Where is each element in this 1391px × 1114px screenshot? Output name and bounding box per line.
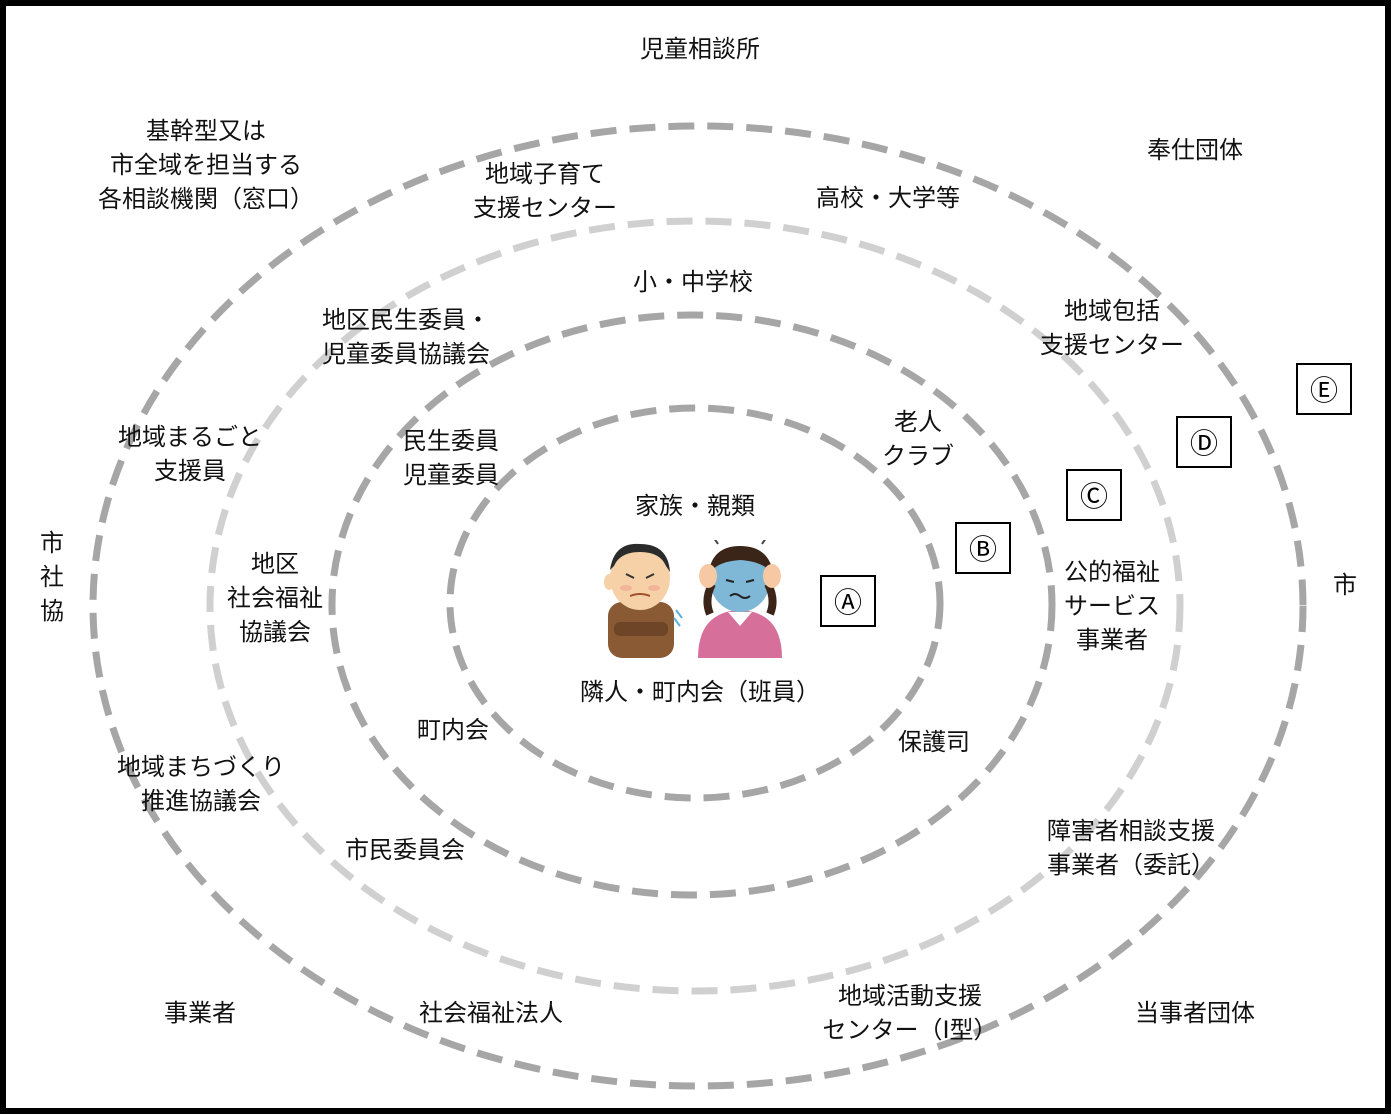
label-katsudou-shien: 地域活動支援 センター（Ⅰ型）	[822, 982, 998, 1044]
ring-e	[89, 122, 1307, 1090]
label-chounaikai: 町内会	[417, 716, 489, 744]
label-shimin-iinkai: 市民委員会	[345, 836, 465, 864]
label-shi: 市	[1333, 571, 1357, 599]
label-koukou-daigaku: 高校・大学等	[816, 184, 960, 212]
label-houshi-dantai: 奉仕団体	[1147, 136, 1243, 164]
label-jigyousha: 事業者	[164, 999, 236, 1027]
ring-d	[206, 217, 1184, 995]
label-minsei-jidou: 民生委員 児童委員	[403, 427, 499, 489]
label-minsei-kyougikai: 地区民生委員・ 児童委員協議会	[322, 306, 490, 368]
marker-e: Ⓔ	[1296, 363, 1352, 415]
label-koutekifukushi: 公的福祉 サービス 事業者	[1064, 558, 1160, 654]
label-shi-shakyou: 市 社 協	[40, 529, 64, 625]
label-jidou-soudanjo: 児童相談所	[640, 35, 760, 63]
label-roujin: 老人 クラブ	[882, 408, 954, 470]
worried-man-icon	[604, 543, 683, 658]
marker-c: Ⓒ	[1066, 469, 1122, 521]
distressed-woman-icon	[698, 540, 782, 658]
label-hogoshi: 保護司	[898, 728, 970, 756]
label-chiiki-kosodate: 地域子育て 支援センター	[473, 160, 617, 222]
marker-d: Ⓓ	[1176, 416, 1232, 468]
label-machizukuri: 地域まちづくり 推進協議会	[117, 753, 285, 815]
label-kikan-soudan: 基幹型又は 市全域を担当する 各相談機関（窓口）	[98, 117, 314, 213]
label-houkatsu: 地域包括 支援センター	[1040, 297, 1184, 359]
marker-a: Ⓐ	[820, 575, 876, 627]
label-shakai-fukushi-houjin: 社会福祉法人	[419, 999, 563, 1027]
label-shougai-soudan: 障害者相談支援 事業者（委託）	[1047, 817, 1215, 879]
ring-b	[446, 404, 944, 802]
ring-c	[328, 311, 1056, 899]
label-toujisha-dantai: 当事者団体	[1135, 999, 1255, 1027]
people-illustration	[604, 540, 782, 658]
label-marugoto: 地域まるごと 支援員	[118, 423, 262, 485]
label-rinjin: 隣人・町内会（班員）	[580, 678, 820, 706]
label-chiku-shakyou: 地区 社会福祉 協議会	[227, 550, 323, 646]
label-shou-chuu: 小・中学校	[633, 268, 753, 296]
marker-b: Ⓑ	[955, 522, 1011, 574]
label-kazoku: 家族・親類	[635, 492, 755, 520]
